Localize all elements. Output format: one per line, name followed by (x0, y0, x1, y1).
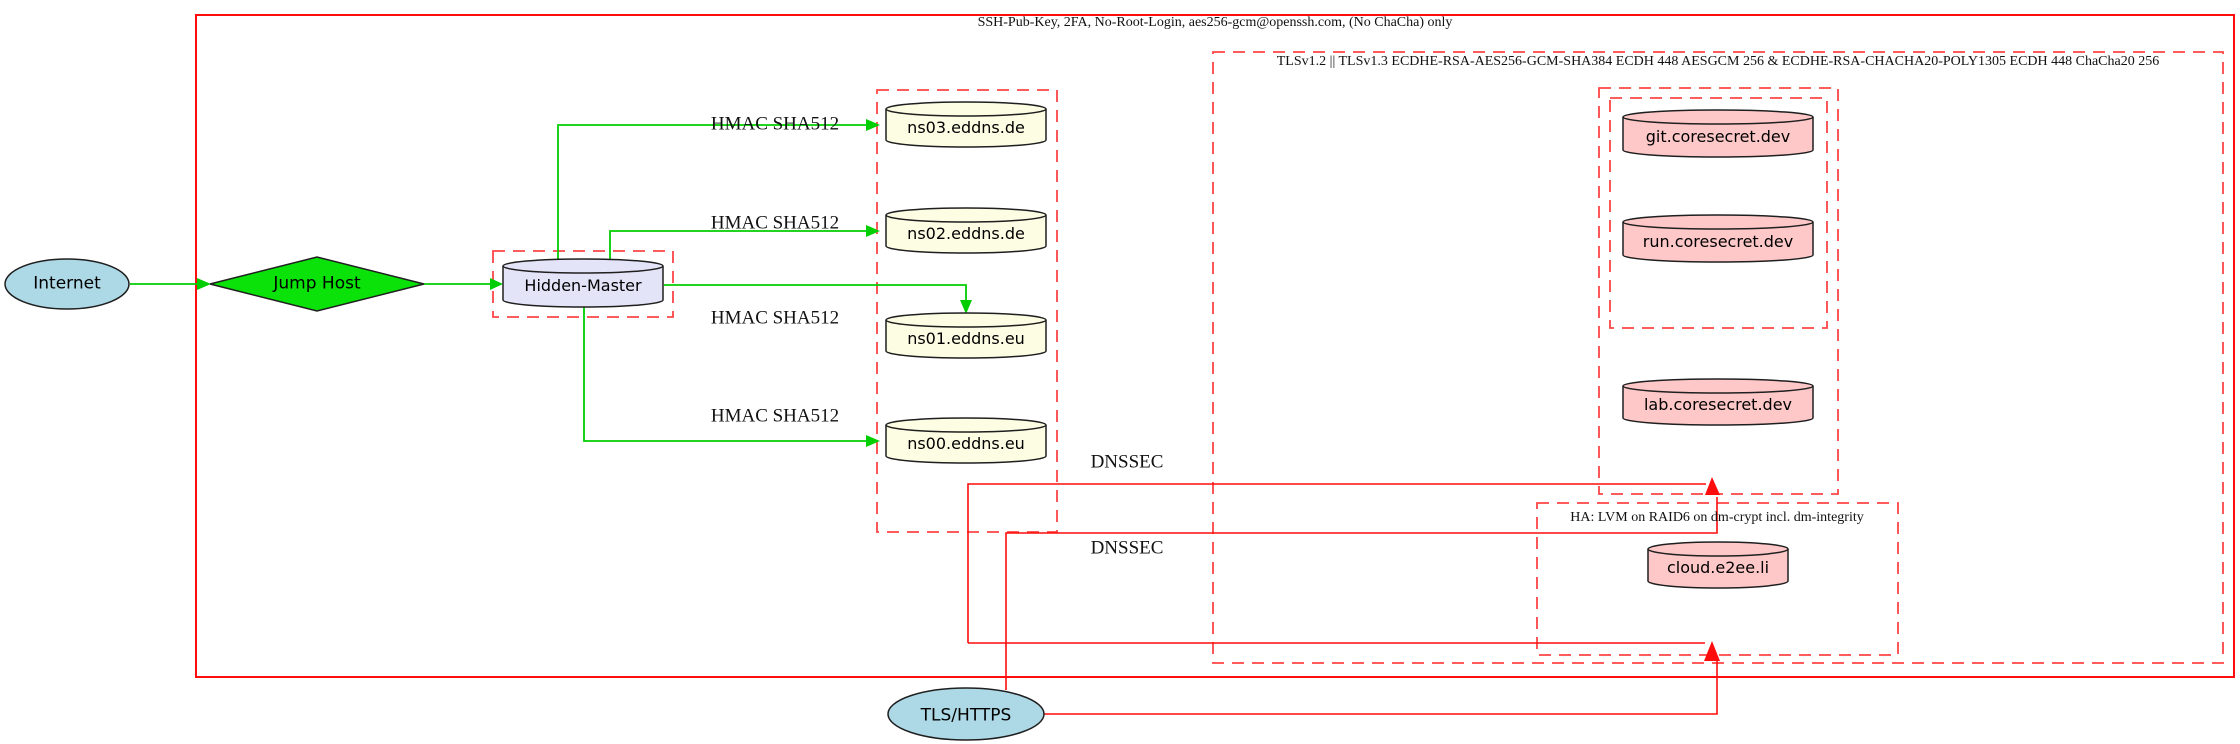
red-edge-tls-to-coresecret-b (967, 483, 1706, 643)
node-internet-label: Internet (33, 273, 101, 294)
tls-cluster-box (1212, 51, 2224, 664)
dnssec-label-bottom: DNSSEC (1090, 537, 1164, 559)
arrowhead-right-ns00 (866, 435, 880, 447)
node-ns00-shape (885, 417, 1047, 464)
green-edge-hm-ns00 (583, 307, 867, 442)
node-ns01-shape (885, 312, 1047, 359)
node-cloud-shape (1647, 541, 1789, 589)
green-arrowheads (197, 119, 972, 447)
hmac-label-ns01: HMAC SHA512 (710, 307, 840, 329)
red-edges (967, 483, 1718, 715)
node-lab-shape (1622, 378, 1814, 426)
node-internet-shape (4, 258, 130, 310)
arrowhead-up-coresecret (1705, 477, 1720, 495)
arrowhead-right-jumphost (197, 278, 211, 290)
node-ns03-label: ns03.eddns.de (907, 118, 1025, 137)
arrowhead-up-ha (1704, 641, 1720, 661)
node-git-shape (1622, 109, 1814, 158)
node-run-label: run.coresecret.dev (1642, 232, 1794, 251)
node-hidden-master-shape (502, 258, 664, 308)
arrowhead-down-ns01 (960, 300, 972, 314)
node-ns03-shape (885, 101, 1047, 148)
red-edge-tls-to-coresecret-a (1005, 497, 1718, 690)
coresecret-inner-cluster-box (1609, 97, 1828, 329)
node-ns01-label: ns01.eddns.eu (907, 329, 1025, 348)
cluster-boxes (195, 14, 2235, 678)
arrowhead-right-ns02 (866, 225, 880, 237)
node-shapes (4, 101, 1814, 741)
node-tls-https-shape (887, 687, 1045, 741)
arrowhead-right-ns03 (866, 119, 880, 131)
green-edges (130, 124, 967, 442)
hmac-label-ns02: HMAC SHA512 (710, 212, 840, 234)
green-edge-hm-ns02 (609, 230, 867, 259)
node-ns00-label: ns00.eddns.eu (907, 434, 1025, 453)
dnssec-label-top: DNSSEC (1090, 451, 1164, 473)
node-git-label: git.coresecret.dev (1645, 127, 1791, 146)
node-cloud-label: cloud.e2ee.li (1666, 558, 1770, 577)
arrowhead-right-hiddenmaster (490, 278, 503, 290)
node-jump-host-shape (209, 256, 425, 312)
red-edge-tls-to-ha-b (1044, 661, 1718, 715)
node-tls-https-label: TLS/HTTPS (920, 705, 1012, 726)
node-hidden-master-label: Hidden-Master (524, 276, 642, 295)
tls-cluster-label: TLSv1.2 || TLSv1.3 ECDHE-RSA-AES256-GCM-… (1276, 54, 2160, 69)
eddns-cluster-box (876, 89, 1058, 533)
green-edge-hm-ns03 (557, 124, 867, 259)
ssh-cluster-box (195, 14, 2235, 678)
node-jump-host-label: Jump Host (273, 273, 361, 294)
green-edge-hm-ns01 (664, 284, 967, 301)
hmac-label-ns00: HMAC SHA512 (710, 405, 840, 427)
node-ns02-label: ns02.eddns.de (907, 224, 1025, 243)
ssh-cluster-label: SSH-Pub-Key, 2FA, No-Root-Login, aes256-… (977, 15, 1453, 30)
red-arrowheads (1704, 477, 1720, 661)
hidden-master-cluster-box (492, 250, 674, 318)
node-lab-label: lab.coresecret.dev (1643, 395, 1793, 414)
node-ns02-shape (885, 207, 1047, 254)
ha-cluster-label: HA: LVM on RAID6 on dm-crypt incl. dm-in… (1570, 510, 1864, 525)
node-run-shape (1622, 214, 1814, 263)
hmac-label-ns03: HMAC SHA512 (710, 113, 840, 135)
